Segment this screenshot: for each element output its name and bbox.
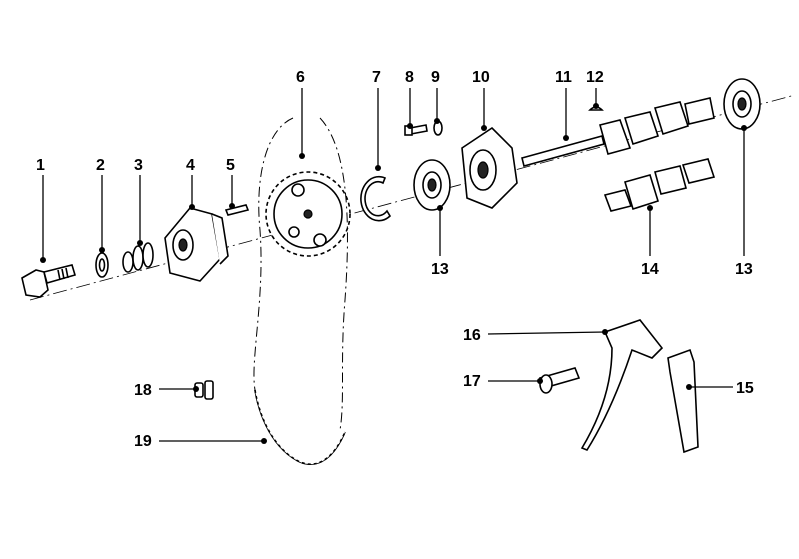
chain-path-outline [253,117,348,431]
callout-8: 8 [405,69,414,129]
part-circlip [360,175,392,222]
callout-18-label: 18 [134,382,152,399]
part-bolt [21,264,76,298]
callout-10-label: 10 [472,69,490,86]
callout-13-right: 13 [735,125,753,278]
part-washer [95,252,109,278]
callout-1-label: 1 [36,157,45,174]
callout-5: 5 [226,157,235,209]
callout-16: 16 [463,327,608,344]
callout-9: 9 [431,69,440,124]
callout-15: 15 [686,380,754,397]
callout-11-label: 11 [555,69,572,86]
callout-4: 4 [186,157,195,210]
callout-18: 18 [134,382,199,399]
callout-8-label: 8 [405,69,414,86]
callout-2-label: 2 [96,157,105,174]
callout-9-label: 9 [431,69,440,86]
part-sprocket-hub [164,207,229,282]
callout-14-label: 14 [641,261,659,278]
callout-12-label: 12 [586,69,604,86]
callout-6-label: 6 [296,69,305,86]
callout-10: 10 [472,69,490,131]
callout-7-label: 7 [372,69,381,86]
part-bearing-left [413,159,451,211]
callout-16-label: 16 [463,327,481,344]
callout-17-label: 17 [463,373,481,390]
callout-5-label: 5 [226,157,235,174]
part-tensioner-plunger [538,367,581,394]
callout-13-left: 13 [431,205,449,278]
part-pin [224,204,250,216]
part-screw [404,124,428,136]
callout-19: 19 [134,433,267,450]
part-camshaft [521,97,715,167]
callout-3-label: 3 [134,157,143,174]
part-spring-washers [122,242,154,273]
callout-7: 7 [372,69,381,171]
part-guide-rail [667,348,699,454]
part-tensioner-rail [580,319,664,451]
callout-2: 2 [96,157,105,253]
callout-6: 6 [296,69,305,159]
part-camshaft-alt [603,158,716,212]
callout-11: 11 [555,69,572,141]
callout-1: 1 [36,157,46,263]
callout-14: 14 [641,205,659,278]
callout-13-right-label: 13 [735,261,753,278]
part-bearing-right [723,78,761,130]
callout-13-left-label: 13 [431,261,449,278]
callout-4-label: 4 [186,157,195,174]
part-sprocket [265,171,351,257]
part-bearing-flange [461,126,518,209]
callout-12: 12 [586,69,604,109]
callout-3: 3 [134,157,143,246]
callout-19-label: 19 [134,433,152,450]
part-timing-chain [254,389,346,465]
callout-15-label: 15 [736,380,754,397]
callout-17: 17 [463,373,543,390]
